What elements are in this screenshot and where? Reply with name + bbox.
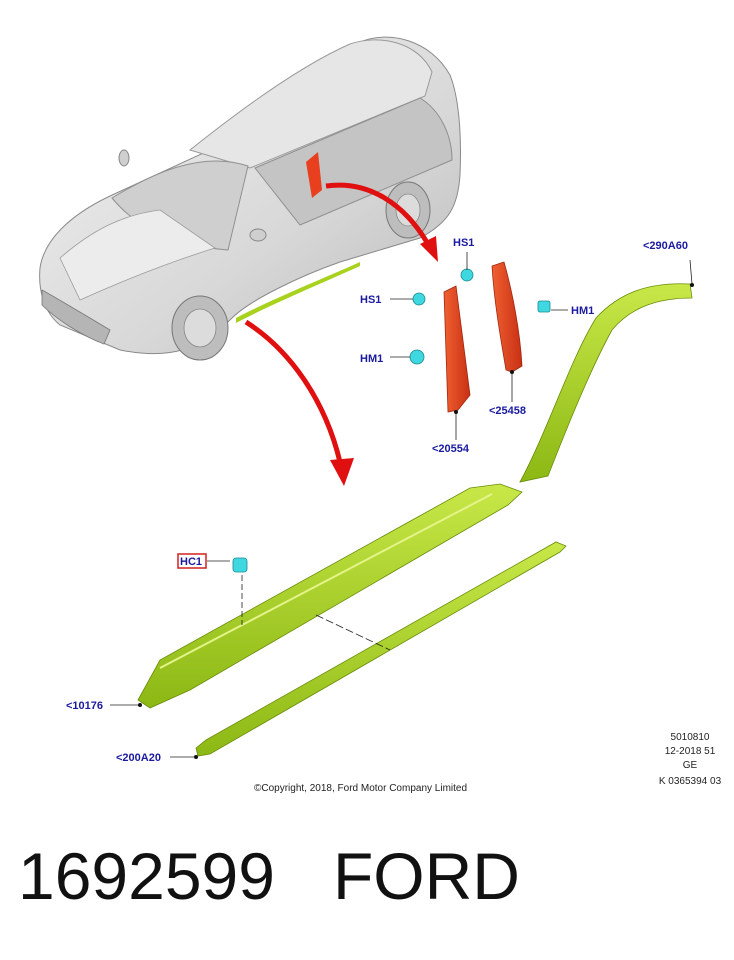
callout-hs1-top: HS1 [453, 237, 474, 249]
car-rear-rim [395, 193, 421, 227]
pillar-trim-25458 [491, 261, 523, 373]
callout-200a20: <200A20 [116, 752, 161, 764]
leader-dots [138, 283, 694, 759]
car-front-rim [183, 308, 217, 348]
callout-25458: <25458 [489, 405, 526, 417]
arrow-to-pillars [325, 182, 431, 246]
callout-20554: <20554 [432, 443, 470, 455]
car-side-windows [254, 97, 453, 226]
brand-name: FORD [332, 839, 520, 913]
hc1-box [177, 553, 207, 569]
clip-hc1 [232, 557, 248, 573]
callout-hm1-right: HM1 [571, 305, 594, 317]
part-number: 1692599 [18, 839, 275, 913]
clip-hs1-left [412, 292, 426, 306]
car-mirror-left [118, 149, 130, 167]
sill-moulding-10176 [137, 483, 523, 709]
callout-hs1-left: HS1 [360, 294, 381, 306]
car-roof [188, 39, 433, 169]
ref-line-3: GE [683, 760, 698, 771]
sill-moulding-highlight [159, 493, 493, 669]
clip-hs1-top [460, 268, 474, 282]
callout-hm1-left: HM1 [360, 353, 383, 365]
ref-line-4: K 0365394 03 [659, 776, 722, 787]
leader-lines [110, 252, 693, 758]
car-grille [41, 289, 111, 345]
callout-10176: <10176 [66, 700, 103, 712]
ref-line-2: 12-2018 51 [665, 746, 716, 757]
arrow-to-sill-head [330, 458, 354, 486]
copyright-text: ©Copyright, 2018, Ford Motor Company Lim… [254, 783, 467, 794]
pillar-trim-20554 [443, 285, 471, 413]
arrow-to-pillars-head [420, 236, 438, 262]
car-pillar-highlight [306, 152, 322, 198]
car-mirror-right [249, 228, 267, 242]
callout-hc1: HC1 [180, 556, 202, 568]
car-sill-highlight [236, 262, 360, 323]
callout-290a60: <290A60 [643, 240, 688, 252]
sill-strip-200a20 [195, 541, 567, 757]
clip-hm1-right [537, 300, 551, 313]
arrow-to-sill [244, 319, 343, 463]
clip-hm1-left [409, 349, 425, 365]
car-hood [59, 209, 216, 301]
arrows [244, 182, 438, 486]
pillar-trims [443, 261, 523, 413]
caption: 1692599 FORD [18, 838, 520, 914]
car-illustration [39, 36, 462, 361]
wheel-arch-trim-290a60 [519, 283, 693, 483]
ref-line-1: 5010810 [671, 732, 710, 743]
